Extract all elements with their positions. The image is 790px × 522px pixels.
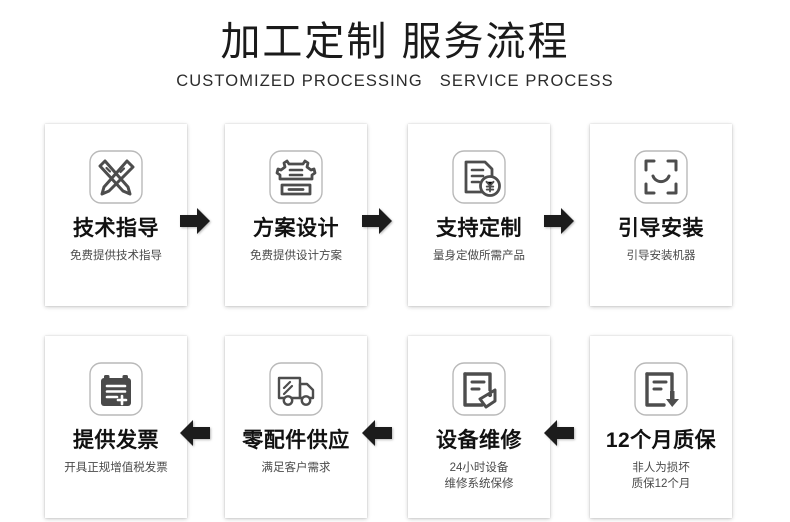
card-description-line1: 满足客户需求: [261, 462, 331, 474]
card-description-line1: 开具正规增值税发票: [64, 462, 168, 474]
page-subtitle: CUSTOMIZED PROCESSING SERVICE PROCESS: [176, 72, 614, 90]
arrow-right-icon: [360, 206, 394, 236]
gear-design-icon: [265, 146, 327, 208]
card-title: 提供发票: [73, 429, 159, 452]
flow-card-12-month-warranty[interactable]: 12个月质保 非人为损坏 质保12个月: [590, 336, 732, 518]
flow-card-support-customization[interactable]: 支持定制 量身定做所需产品: [408, 124, 550, 306]
card-title: 设备维修: [436, 429, 522, 452]
card-title: 引导安装: [618, 217, 704, 240]
arrow-left-icon: [178, 418, 212, 448]
card-title: 零配件供应: [242, 429, 350, 452]
card-description-line1: 引导安装机器: [626, 250, 696, 262]
card-description-line1: 24小时设备: [449, 462, 509, 474]
flow-card-provide-invoice[interactable]: 提供发票 开具正规增值税发票: [45, 336, 187, 518]
shopping-bag-smile-icon: [630, 146, 692, 208]
card-description: 量身定做所需产品: [433, 248, 525, 264]
flow-card-equipment-repair[interactable]: 设备维修 24小时设备 维修系统保修: [408, 336, 550, 518]
document-download-icon: [630, 358, 692, 420]
delivery-truck-icon: [265, 358, 327, 420]
document-yen-icon: [448, 146, 510, 208]
flow-row-2: 提供发票 开具正规增值税发票: [0, 330, 790, 520]
card-description: 非人为损坏 质保12个月: [632, 460, 691, 492]
process-flow: 技术指导 免费提供技术指导: [0, 118, 790, 520]
card-description: 开具正规增值税发票: [64, 460, 168, 476]
flow-card-solution-design[interactable]: 方案设计 免费提供设计方案: [225, 124, 367, 306]
arrow-left-icon: [360, 418, 394, 448]
card-description-line1: 量身定做所需产品: [433, 250, 525, 262]
arrow-right-icon: [178, 206, 212, 236]
card-description-line1: 免费提供技术指导: [70, 250, 162, 262]
card-description: 引导安装机器: [627, 248, 696, 264]
flow-card-spare-parts-supply[interactable]: 零配件供应 满足客户需求: [225, 336, 367, 518]
page-header: 加工定制 服务流程 CUSTOMIZED PROCESSING SERVICE …: [0, 18, 790, 91]
card-description-line2: 维修系统保修: [444, 478, 514, 490]
card-title: 12个月质保: [605, 429, 717, 452]
flow-card-guided-installation[interactable]: 引导安装 引导安装机器: [590, 124, 732, 306]
document-tag-icon: [448, 358, 510, 420]
card-description: 24小时设备 维修系统保修: [445, 460, 514, 492]
page-title: 加工定制 服务流程: [220, 20, 570, 64]
card-description-line1: 免费提供设计方案: [250, 250, 342, 262]
card-description: 免费提供设计方案: [250, 248, 342, 264]
pen-ruler-icon: [85, 146, 147, 208]
card-description: 满足客户需求: [262, 460, 331, 476]
card-title: 技术指导: [73, 217, 159, 240]
invoice-clipboard-plus-icon: [85, 358, 147, 420]
card-description-line1: 非人为损坏: [632, 462, 690, 474]
card-description: 免费提供技术指导: [70, 248, 162, 264]
card-title: 方案设计: [253, 217, 339, 240]
arrow-left-icon: [542, 418, 576, 448]
arrow-right-icon: [542, 206, 576, 236]
flow-row-1: 技术指导 免费提供技术指导: [0, 118, 790, 453]
card-description-line2: 质保12个月: [631, 478, 691, 490]
flow-card-technical-guidance[interactable]: 技术指导 免费提供技术指导: [45, 124, 187, 306]
card-title: 支持定制: [436, 217, 522, 240]
